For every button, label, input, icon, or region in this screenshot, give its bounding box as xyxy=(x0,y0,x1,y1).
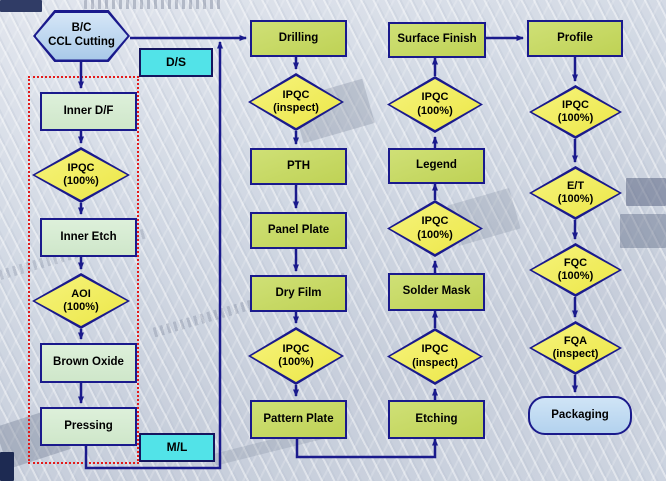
node-label: FQA (inspect) xyxy=(552,334,599,360)
node-label: Profile xyxy=(557,31,593,44)
node-label: IPQC (100%) xyxy=(417,215,453,241)
node-etching: Etching xyxy=(388,400,485,439)
tag-label: D/S xyxy=(165,55,186,70)
node-surface-finish: Surface Finish xyxy=(388,22,486,58)
node-label: IPQC (100%) xyxy=(417,91,453,117)
node-label: Drilling xyxy=(278,31,319,44)
node-label: Solder Mask xyxy=(402,285,471,298)
node-label: Pattern Plate xyxy=(263,412,334,425)
node-label: Legend xyxy=(416,159,457,172)
node-pressing: Pressing xyxy=(40,407,137,446)
node-label: IPQC (100%) xyxy=(557,98,594,124)
tag-label: M/L xyxy=(166,440,188,455)
node-label: Surface Finish xyxy=(397,33,477,46)
node-label: IPQC (100%) xyxy=(278,342,314,368)
node-label: B/C CCL Cutting xyxy=(48,22,115,48)
node-label: Panel Plate xyxy=(267,223,330,236)
node-profile: Profile xyxy=(527,20,623,57)
node-packaging: Packaging xyxy=(528,396,632,435)
node-drilling: Drilling xyxy=(250,20,347,57)
node-label: IPQC (100%) xyxy=(63,161,99,187)
node-label: Pressing xyxy=(64,419,113,432)
node-label: IPQC (inspect) xyxy=(273,88,319,114)
node-inner-df: Inner D/F xyxy=(40,92,137,131)
node-label: Inner Etch xyxy=(60,230,117,243)
node-panel-plate: Panel Plate xyxy=(250,212,347,249)
node-label: Etching xyxy=(415,412,458,425)
node-inner-etch: Inner Etch xyxy=(40,218,137,257)
node-label: Inner D/F xyxy=(63,104,114,117)
node-pattern-plate: Pattern Plate xyxy=(250,400,347,439)
connector-patternplate-to-etching xyxy=(295,435,438,459)
node-label: Packaging xyxy=(551,408,609,421)
tag-ds: D/S xyxy=(139,48,213,77)
tag-ml: M/L xyxy=(139,433,215,462)
connector-pressing-to-topline xyxy=(84,41,223,470)
node-label: IPQC (inspect) xyxy=(412,343,458,369)
node-solder-mask: Solder Mask xyxy=(388,273,485,311)
node-legend: Legend xyxy=(388,148,485,184)
node-label: PTH xyxy=(287,159,310,172)
node-label: E/T (100%) xyxy=(557,179,594,205)
node-bc-ccl-cutting: B/C CCL Cutting xyxy=(33,10,130,62)
node-label: FQC (100%) xyxy=(557,256,594,282)
node-pth: PTH xyxy=(250,148,347,185)
node-label: Dry Film xyxy=(275,286,322,299)
node-brown-oxide: Brown Oxide xyxy=(40,343,137,383)
node-label: AOI (100%) xyxy=(63,287,99,313)
node-dry-film: Dry Film xyxy=(250,275,347,312)
node-label: Brown Oxide xyxy=(53,356,124,369)
